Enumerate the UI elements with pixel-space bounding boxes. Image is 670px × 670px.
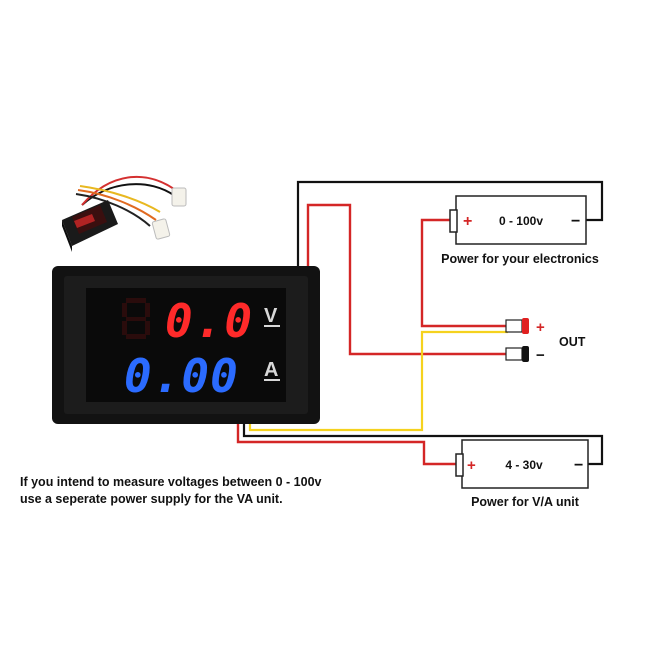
out-label: OUT — [559, 335, 586, 349]
battery-0-100v: + − 0 - 100v — [449, 195, 587, 245]
black-wire-meter-to-vabattery-minus — [242, 424, 604, 466]
out-terminals: + − OUT — [505, 318, 586, 364]
note-line-1: If you intend to measure voltages betwee… — [20, 475, 322, 489]
wires — [236, 180, 604, 466]
current-reading: 0.00 — [124, 349, 239, 403]
battery-top-caption: Power for your electronics — [441, 252, 599, 266]
battery-4-30v: + − 4 - 30v — [455, 439, 589, 489]
black-wire-meter-to-battery-minus — [296, 180, 604, 268]
va-meter: V A 0.0 0.00 — [52, 266, 320, 424]
voltage-reading: 0.0 — [165, 294, 254, 348]
product-thumbnail — [62, 175, 187, 252]
measurement-note: If you intend to measure voltages betwee… — [20, 474, 340, 508]
battery-bottom-minus: − — [574, 457, 583, 474]
note-line-2: use a seperate power supply for the VA u… — [20, 492, 283, 506]
battery-bottom-plus: + — [467, 457, 476, 474]
ghost-digit — [122, 298, 150, 339]
battery-bottom-label: 4 - 30v — [505, 458, 543, 472]
unit-labels: V A — [264, 305, 280, 381]
red-wire-battery-plus-to-out-plus — [420, 218, 508, 328]
battery-top-label: 0 - 100v — [499, 214, 543, 228]
battery-bottom-caption: Power for V/A unit — [471, 495, 580, 509]
yellow-wire-sense — [248, 330, 508, 432]
voltage-unit-label: V — [264, 305, 278, 327]
out-plus-sign: + — [536, 319, 545, 336]
battery-top-minus: − — [571, 213, 580, 230]
battery-top-plus: + — [463, 213, 472, 230]
out-minus-sign: − — [536, 347, 545, 364]
red-wire-meter-to-vabattery-plus — [236, 424, 456, 466]
red-wire-meter-to-out-minus — [306, 203, 508, 356]
current-unit-label: A — [264, 359, 278, 381]
